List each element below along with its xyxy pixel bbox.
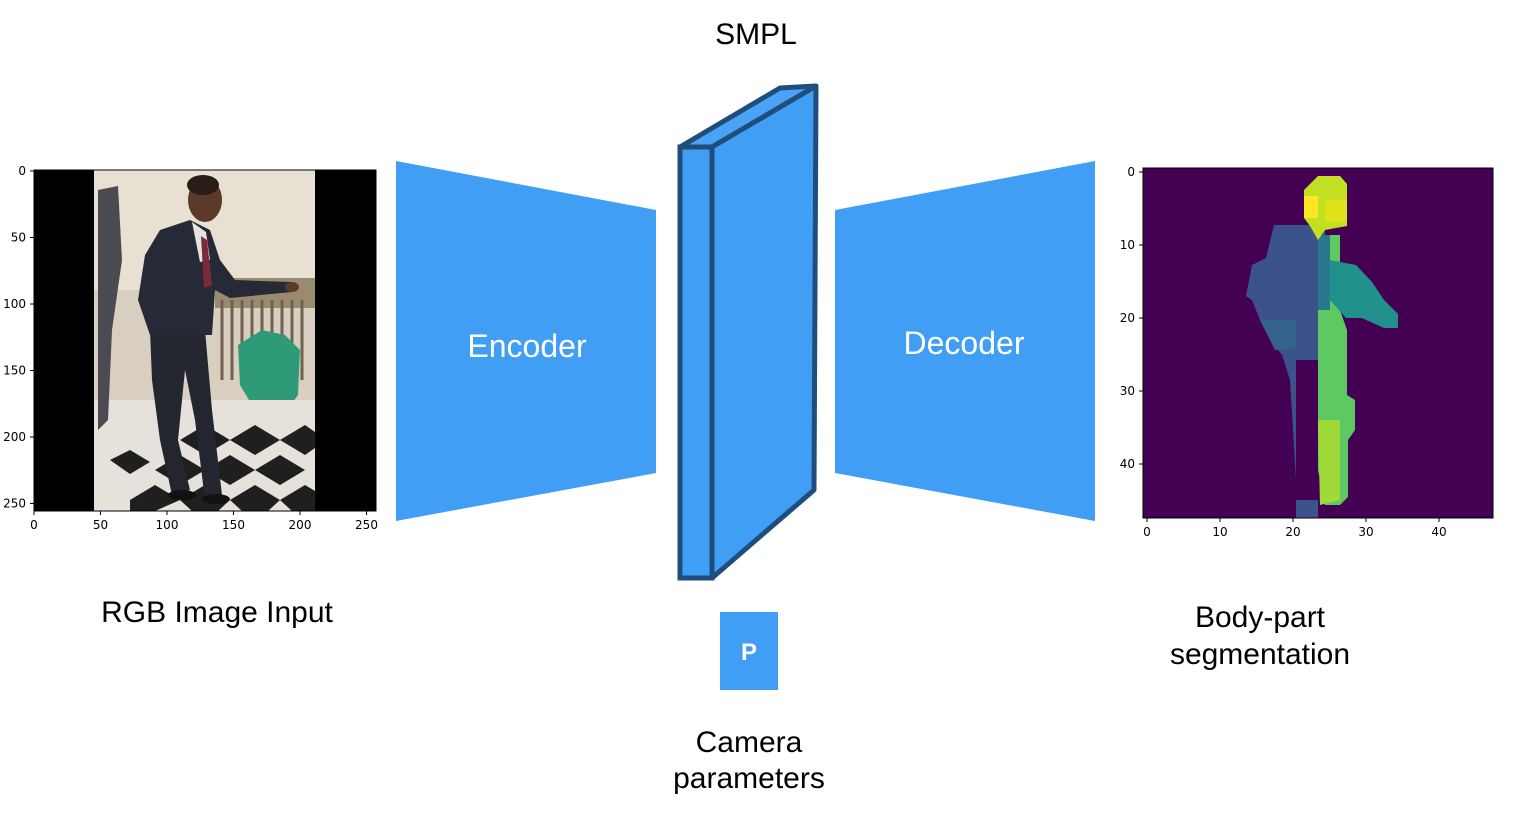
segmentation-plot: 0 10 20 30 40 0 10 20 30 40	[1120, 165, 1494, 539]
rgb-x-tick-label: 250	[355, 518, 378, 532]
seg-y-tick-label: 10	[1120, 238, 1135, 252]
rgb-photo	[94, 170, 315, 511]
segmentation-label-line1: Body-part	[1195, 601, 1326, 634]
rgb-y-tick-label: 250	[3, 497, 26, 511]
rgb-x-tick-label: 50	[93, 518, 108, 532]
latent-front-face	[677, 144, 715, 581]
encoder-block	[396, 161, 656, 521]
rgb-axis-ticks: 0 50 100 150 200 250 0 50 100 150 200 250	[3, 164, 378, 532]
rgb-y-tick-label: 100	[3, 297, 26, 311]
smpl-title: SMPL	[715, 18, 797, 51]
rgb-y-tick-label: 0	[18, 164, 26, 178]
rgb-image-plot: 0 50 100 150 200 250 0 50 100 150 200 250	[3, 164, 378, 532]
rgb-x-tick-label: 200	[289, 518, 312, 532]
rgb-input-label: RGB Image Input	[101, 596, 333, 629]
seg-y-tick-label: 30	[1120, 384, 1135, 398]
camera-label-line2: parameters	[673, 762, 825, 795]
rgb-y-tick-label: 200	[3, 430, 26, 444]
encoder-label: Encoder	[467, 328, 587, 364]
seg-x-tick-label: 20	[1285, 525, 1300, 539]
decoder-block	[835, 161, 1095, 521]
segment-left-torso	[1246, 225, 1325, 518]
seg-x-tick-label: 0	[1143, 525, 1151, 539]
camera-label-line1: Camera	[696, 726, 803, 759]
seg-x-tick-label: 10	[1212, 525, 1227, 539]
rgb-x-tick-label: 100	[156, 518, 179, 532]
segment-arm	[1330, 260, 1398, 328]
segmentation-label-line2: segmentation	[1170, 638, 1350, 671]
seg-y-tick-label: 40	[1120, 457, 1135, 471]
rgb-x-tick-label: 150	[222, 518, 245, 532]
rgb-y-tick-label: 150	[3, 364, 26, 378]
segmentation-body	[1246, 176, 1398, 518]
camera-param-box	[720, 612, 778, 690]
segmentation-axis-ticks: 0 10 20 30 40 0 10 20 30 40	[1120, 165, 1447, 539]
seg-x-tick-label: 40	[1431, 525, 1446, 539]
seg-x-tick-label: 30	[1358, 525, 1373, 539]
rgb-x-tick-label: 0	[30, 518, 38, 532]
latent-side-face	[709, 83, 819, 581]
image-axes-frame	[33, 169, 377, 512]
decoder-label: Decoder	[904, 325, 1025, 361]
rgb-y-tick-label: 50	[11, 231, 26, 245]
camera-param-symbol: P	[741, 639, 757, 666]
seg-y-tick-label: 0	[1127, 165, 1135, 179]
segmentation-axes-frame	[1142, 167, 1494, 519]
seg-y-tick-label: 20	[1120, 311, 1135, 325]
smpl-latent-block	[677, 83, 819, 581]
